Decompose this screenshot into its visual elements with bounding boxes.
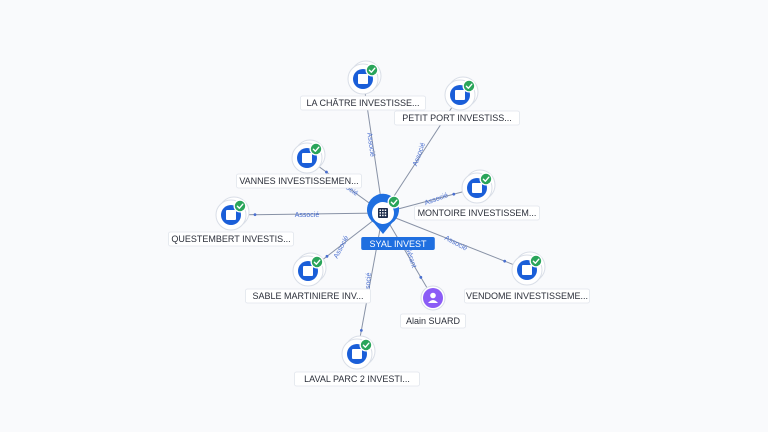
node-laval[interactable]: LAVAL PARC 2 INVESTI... <box>294 335 420 387</box>
edge-arrow <box>325 170 328 174</box>
building-icon <box>352 349 362 359</box>
node-label-vendome: VENDOME INVESTISSEME... <box>466 291 588 301</box>
check-icon <box>387 195 401 209</box>
node-questembert[interactable]: QUESTEMBERT INVESTIS... <box>168 196 294 247</box>
edge-label-la-chatre: Associé <box>365 132 375 157</box>
node-label-vannes: VANNES INVESTISSEMEN... <box>239 176 358 186</box>
node-petit-port[interactable]: PETIT PORT INVESTISS... <box>394 76 520 126</box>
edge-arrow <box>419 275 423 279</box>
label-background <box>300 95 426 111</box>
node-label-la-chatre: LA CHÂTRE INVESTISSE... <box>306 98 419 108</box>
node-label-alain: Alain SUARD <box>406 316 461 326</box>
check-icon <box>462 79 476 93</box>
edge-arrow <box>253 213 257 217</box>
building-icon <box>378 208 388 218</box>
edge-label-montoire: Associé <box>424 192 450 207</box>
check-icon <box>529 254 543 268</box>
building-icon <box>522 265 532 275</box>
node-vannes[interactable]: VANNES INVESTISSEMEN... <box>236 139 362 189</box>
center-label: SYAL INVEST <box>369 239 427 249</box>
node-sable[interactable]: SABLE MARTINIERE INV... <box>245 252 371 304</box>
building-icon <box>302 153 312 163</box>
node-vendome[interactable]: VENDOME INVESTISSEME... <box>464 251 590 304</box>
node-label-laval: LAVAL PARC 2 INVESTI... <box>304 374 410 384</box>
label-background <box>394 110 520 126</box>
label-background <box>168 231 294 247</box>
building-icon <box>455 90 465 100</box>
building-icon <box>303 266 313 276</box>
edge-alain <box>382 212 434 299</box>
label-background <box>294 371 420 387</box>
label-background <box>245 288 371 304</box>
edge-arrow <box>503 259 507 263</box>
building-icon <box>226 210 236 220</box>
node-alain[interactable]: Alain SUARD <box>400 285 466 329</box>
label-background <box>400 313 466 329</box>
edge-arrow <box>359 328 363 332</box>
edge-arrow <box>325 254 329 258</box>
center-label-background <box>361 237 435 250</box>
person-icon <box>428 292 438 303</box>
label-background <box>236 173 362 189</box>
node-montoire[interactable]: MONTOIRE INVESTISSEM... <box>414 169 540 221</box>
edge-vendome <box>382 212 528 271</box>
check-icon <box>479 172 493 186</box>
check-icon <box>365 63 379 77</box>
node-label-montoire: MONTOIRE INVESTISSEM... <box>418 208 537 218</box>
edge-label-petit-port: Associé <box>412 142 427 168</box>
edge-label-laval: Associé <box>364 272 373 297</box>
edge-label-questembert: Associé <box>295 212 320 219</box>
edge-label-sable: Associé <box>333 235 351 260</box>
check-icon <box>359 338 373 352</box>
label-background <box>464 288 590 304</box>
label-background <box>414 205 540 221</box>
node-label-questembert: QUESTEMBERT INVESTIS... <box>171 234 290 244</box>
node-label-petit-port: PETIT PORT INVESTISS... <box>402 113 512 123</box>
center-node[interactable]: SYAL INVEST <box>361 193 435 250</box>
check-icon <box>309 142 323 156</box>
nodes-layer: LA CHÂTRE INVESTISSE... PETIT PORT INVEST… <box>168 60 590 387</box>
check-icon <box>233 199 247 213</box>
check-icon <box>310 255 324 269</box>
edge-arrow <box>452 192 456 196</box>
edge-label-vendome: Associé <box>443 235 468 253</box>
node-la-chatre[interactable]: LA CHÂTRE INVESTISSE... <box>300 60 426 111</box>
building-icon <box>358 74 368 84</box>
node-label-sable: SABLE MARTINIERE INV... <box>252 291 363 301</box>
building-icon <box>472 183 482 193</box>
